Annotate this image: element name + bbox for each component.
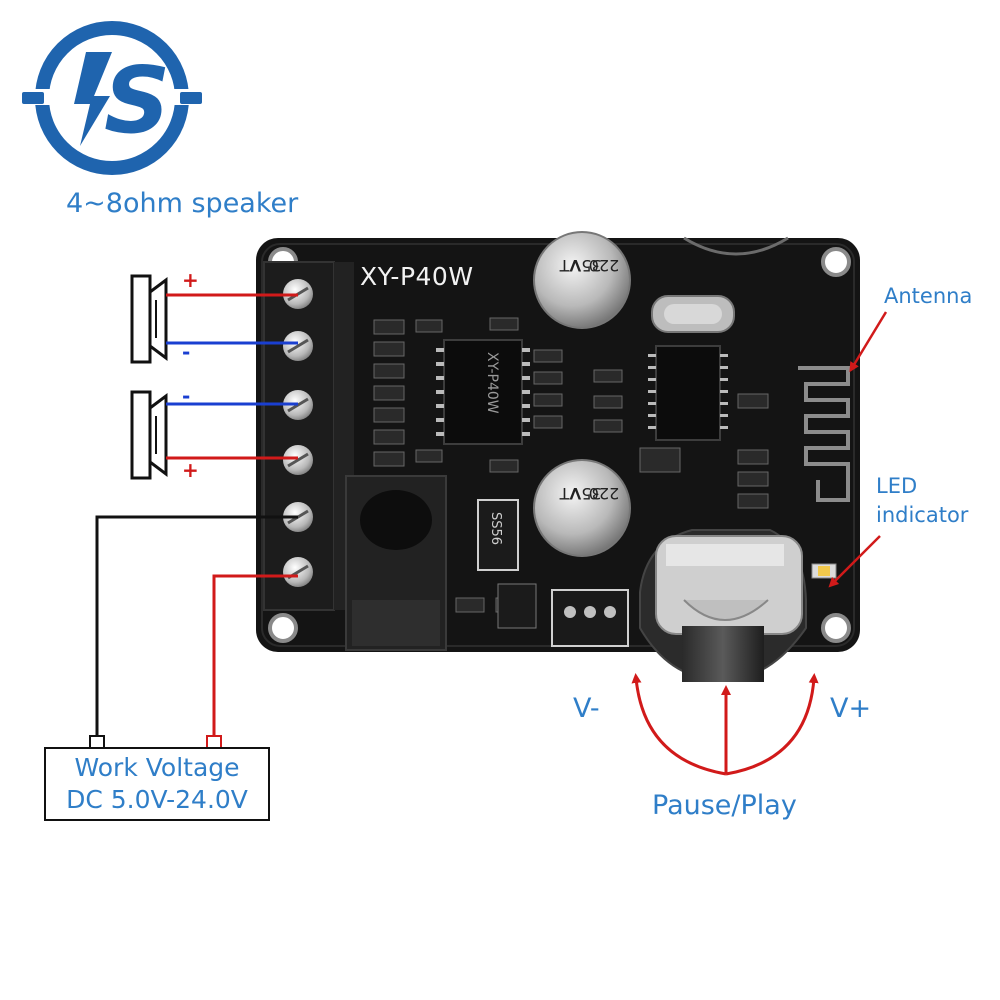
capacitor-bottom: VT 35V 220 — [533, 459, 631, 557]
cap-text: 35V — [570, 484, 601, 503]
board-model-label: XY-P40W — [360, 262, 474, 291]
polarity-plus-bottom: + — [182, 458, 199, 482]
diode — [477, 499, 519, 571]
brand-logo: S — [22, 21, 202, 175]
polarity-plus-top: + — [182, 268, 199, 292]
antenna-label: Antenna — [884, 284, 973, 308]
volume-up-label: V+ — [830, 693, 872, 724]
amplifier-board: XY-P40W VT 35V 220 VT 35V 220 SS56 — [256, 231, 860, 682]
polarity-minus-top: - — [182, 340, 191, 364]
cap-text: 220 — [589, 484, 620, 503]
cap-text: 35V — [570, 256, 601, 275]
cap-text: VT — [559, 484, 580, 503]
chip-label: XY-P40W — [484, 352, 500, 414]
led-indicator-label: LED indicator — [876, 472, 968, 530]
speaker-label: 4~8ohm speaker — [66, 188, 299, 219]
logo-letter: S — [104, 47, 170, 154]
polarity-minus-bottom: - — [182, 384, 191, 408]
antenna-trace — [798, 366, 850, 502]
volume-down-label: V- — [573, 693, 600, 724]
speaker-icon — [130, 274, 168, 364]
cap-text: VT — [559, 256, 580, 275]
led-label-line: LED — [876, 474, 918, 498]
led-label-line: indicator — [876, 503, 969, 527]
cap-text: 220 — [589, 256, 620, 275]
amp-chip — [443, 339, 523, 445]
work-voltage-box: Work Voltage DC 5.0V-24.0V — [44, 747, 270, 821]
power-wires — [89, 515, 298, 749]
speaker-icon — [130, 390, 168, 480]
work-voltage-range: DC 5.0V-24.0V — [66, 785, 248, 814]
bluetooth-chip — [655, 345, 721, 441]
capacitor-top: VT 35V 220 — [533, 231, 631, 329]
diode-label: SS56 — [488, 512, 503, 545]
pause-play-label: Pause/Play — [652, 790, 797, 821]
speaker-wires — [166, 293, 298, 460]
annotation-arrows — [631, 311, 888, 776]
rotary-knob — [639, 529, 807, 682]
work-voltage-title: Work Voltage — [74, 753, 240, 782]
